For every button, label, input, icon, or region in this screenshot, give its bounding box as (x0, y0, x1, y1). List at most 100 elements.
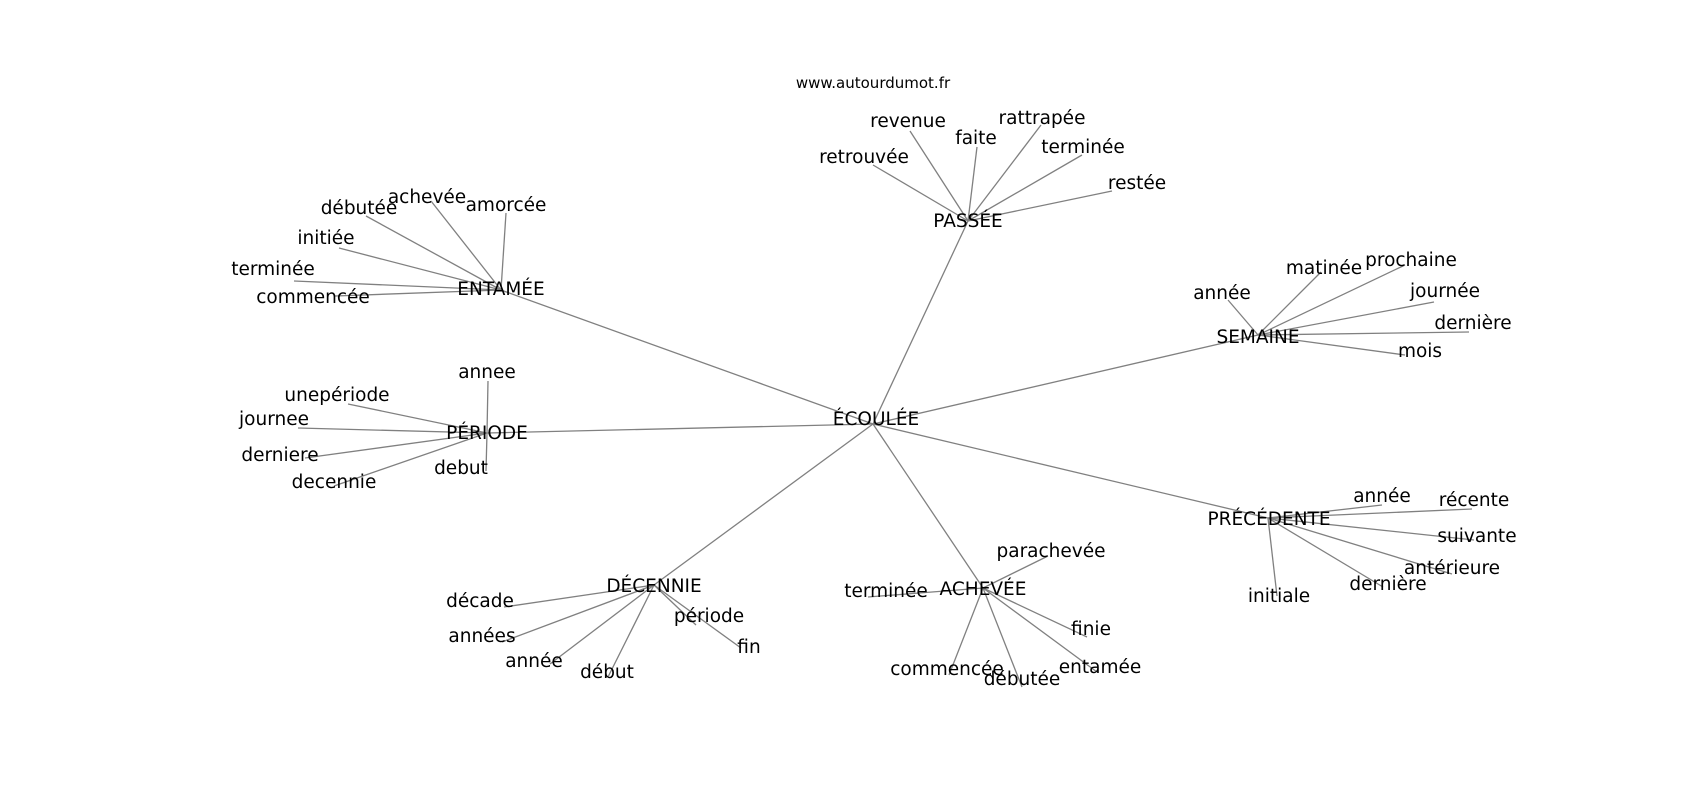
edge-hub-to-leaf (501, 584, 655, 643)
edge-hub-to-leaf (549, 584, 655, 665)
edge-hub-to-leaf (982, 587, 1088, 638)
leaf-node[interactable]: retrouvée (819, 147, 909, 168)
leaf-node[interactable]: période (674, 606, 744, 627)
edge-hub-to-leaf (334, 289, 502, 297)
edge-hub-to-leaf (1267, 517, 1453, 575)
edge-hub-to-leaf (486, 380, 489, 434)
leaf-node[interactable]: années (448, 626, 515, 647)
leaf-node[interactable]: débutée (984, 669, 1061, 690)
edge-hub-to-leaf (1257, 264, 1406, 336)
leaf-node[interactable]: antérieure (1404, 558, 1500, 579)
leaf-node[interactable]: début (580, 662, 634, 683)
leaf-node[interactable]: revenue (870, 111, 946, 132)
edge-hub-to-leaf (967, 146, 978, 222)
leaf-node[interactable]: fin (737, 637, 760, 658)
edge-hub-to-leaf (503, 584, 655, 608)
hub-node[interactable]: PÉRIODE (446, 422, 528, 444)
leaf-node[interactable]: commencée (890, 659, 1004, 680)
leaf-node[interactable]: récente (1439, 490, 1510, 511)
edge-hub-to-leaf (1257, 331, 1470, 336)
site-watermark: www.autourdumot.fr (796, 74, 951, 92)
hub-node[interactable]: SEMAINE (1216, 327, 1299, 348)
edge-hub-to-leaf (967, 154, 1083, 222)
edge-hub-to-leaf (333, 432, 488, 487)
leaf-node[interactable]: année (1353, 486, 1411, 507)
leaf-node[interactable]: dernière (1349, 574, 1426, 595)
edge-center-to-hub (872, 220, 969, 425)
leaf-node[interactable]: faite (955, 128, 997, 149)
leaf-node[interactable]: achevée (388, 187, 466, 208)
edge-hub-to-leaf (1267, 517, 1278, 597)
edge-hub-to-leaf (982, 587, 1098, 673)
hub-node[interactable]: ENTAMÉE (457, 278, 544, 300)
edge-hub-to-leaf (500, 212, 507, 291)
edge-hub-to-leaf (867, 587, 984, 598)
edge-hub-to-leaf (967, 124, 1042, 222)
leaf-node[interactable]: derniere (241, 445, 318, 466)
hub-node[interactable]: PRÉCÉDENTE (1207, 508, 1330, 530)
leaf-node[interactable]: matinée (1286, 258, 1362, 279)
leaf-node[interactable]: terminée (231, 259, 315, 280)
graph-edges (293, 124, 1475, 688)
edge-hub-to-leaf (1267, 517, 1384, 588)
leaf-node[interactable]: année (1193, 283, 1251, 304)
edge-hub-to-leaf (948, 587, 984, 676)
hub-node[interactable]: PASSÉE (933, 210, 1003, 232)
hub-node[interactable]: DÉCENNIE (606, 575, 701, 597)
edge-hub-to-leaf (1257, 334, 1406, 356)
center-node[interactable]: ÉCOULÉE (833, 408, 919, 430)
leaf-node[interactable]: initiale (1248, 586, 1310, 607)
edge-hub-to-leaf (304, 432, 488, 459)
edge-center-to-hub (486, 423, 874, 434)
edge-hub-to-leaf (872, 164, 969, 222)
leaf-node[interactable]: année (505, 651, 563, 672)
edge-hub-to-leaf (982, 555, 1049, 589)
edge-hub-to-leaf (338, 247, 502, 291)
edge-center-to-hub (872, 423, 1269, 519)
leaf-node[interactable]: annee (458, 362, 516, 383)
edge-hub-to-leaf (347, 403, 488, 434)
leaf-node[interactable]: unepériode (284, 385, 389, 406)
edge-center-to-hub (653, 423, 874, 586)
edge-center-to-hub (872, 423, 984, 589)
edge-hub-to-leaf (293, 280, 502, 291)
edge-hub-to-leaf (1267, 504, 1383, 519)
edge-hub-to-leaf (967, 190, 1113, 222)
edge-hub-to-leaf (430, 200, 502, 291)
edge-center-to-hub (872, 334, 1259, 425)
leaf-node[interactable]: suivante (1437, 526, 1516, 547)
leaf-node[interactable]: journee (238, 409, 309, 430)
leaf-node[interactable]: decennie (292, 472, 377, 493)
leaf-node[interactable]: prochaine (1365, 250, 1457, 271)
leaf-node[interactable]: journée (1409, 281, 1480, 302)
edge-hub-to-leaf (607, 584, 655, 678)
leaf-node[interactable]: terminée (844, 581, 928, 602)
leaf-node[interactable]: debut (434, 458, 488, 479)
leaf-node[interactable]: terminée (1041, 137, 1125, 158)
leaf-node[interactable]: restée (1108, 173, 1166, 194)
leaf-node[interactable]: entamée (1059, 657, 1141, 678)
leaf-node[interactable]: rattrapée (999, 108, 1086, 129)
leaf-node[interactable]: décade (446, 591, 514, 612)
graph-labels: www.autourdumot.fr ÉCOULÉE revenuefaiter… (231, 74, 1516, 690)
edge-hub-to-leaf (1227, 299, 1259, 336)
leaf-node[interactable]: parachevée (996, 541, 1105, 562)
edge-hub-to-leaf (653, 584, 697, 626)
leaf-node[interactable]: initiée (297, 228, 354, 249)
edge-hub-to-leaf (1267, 517, 1475, 541)
leaf-node[interactable]: finie (1071, 619, 1111, 640)
edge-hub-to-leaf (485, 432, 488, 472)
leaf-node[interactable]: dernière (1434, 313, 1511, 334)
leaf-node[interactable]: commencée (256, 287, 370, 308)
edge-hub-to-leaf (909, 130, 969, 222)
leaf-node[interactable]: mois (1398, 341, 1442, 362)
leaf-node[interactable]: débutée (321, 198, 398, 219)
edge-center-to-hub (500, 289, 874, 425)
edge-hub-to-leaf (365, 215, 502, 291)
leaf-node[interactable]: amorcée (466, 195, 547, 216)
hub-node[interactable]: ACHEVÉE (940, 578, 1027, 600)
edge-hub-to-leaf (297, 427, 488, 434)
edge-hub-to-leaf (1267, 508, 1473, 519)
edge-hub-to-leaf (1257, 301, 1435, 336)
